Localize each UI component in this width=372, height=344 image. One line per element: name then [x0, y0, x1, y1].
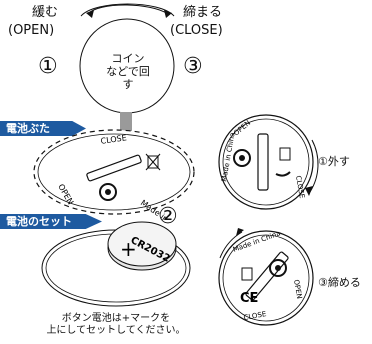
step-tighten-label: ③締める — [318, 276, 361, 289]
ce-mark-text: CE — [240, 291, 258, 306]
step-3-number: ③ — [183, 54, 203, 79]
battery-note-line1: ボタン電池は+マークを — [61, 313, 171, 324]
step-remove-label: ①外す — [318, 155, 350, 168]
tighten-label-jp: 締まる — [183, 5, 223, 20]
loosen-label-jp: 緩む — [32, 5, 59, 20]
loosen-label-en: (OPEN) — [8, 23, 55, 38]
battery-illustration: CR2032 + — [41, 221, 191, 307]
step-1-number: ① — [38, 54, 58, 79]
cover-close-text: CLOSE — [100, 133, 127, 146]
coin-instruction: コイン などで回す — [104, 52, 152, 92]
close-arrow-icon — [164, 10, 172, 18]
tighten-label-en: (CLOSE) — [170, 23, 223, 38]
coin-illustration — [79, 3, 175, 114]
coin-instruction-line1: コイン — [111, 52, 145, 65]
battery-note: ボタン電池は+マークを 上にしてセットしてください。 — [26, 313, 206, 337]
battery-note-line2: 上にしてセットしてください。 — [46, 325, 186, 336]
remove-arrow-icon — [305, 186, 313, 196]
step-2-number: ② — [158, 204, 178, 229]
cover-remove-diagram: OPEN Made in China CLOSE — [218, 114, 319, 210]
tag-battery-cover: 電池ぶた — [0, 121, 86, 136]
remove-close-text: CLOSE — [294, 175, 306, 199]
cover-tighten-diagram: CE Made in China OPEN CLOSE — [218, 228, 314, 326]
tighten-open-text: OPEN — [292, 279, 303, 299]
tighten-arrow-icon — [236, 228, 244, 236]
battery-plus-text: + — [120, 237, 137, 261]
open-arrow-icon — [86, 10, 94, 18]
battery-cover-tilted: CLOSE OPEN Made in China — [33, 129, 195, 220]
coin-instruction-line2: などで回す — [106, 65, 150, 92]
tighten-close-text: CLOSE — [243, 310, 267, 322]
tag-battery-set: 電池のセット — [0, 214, 102, 229]
